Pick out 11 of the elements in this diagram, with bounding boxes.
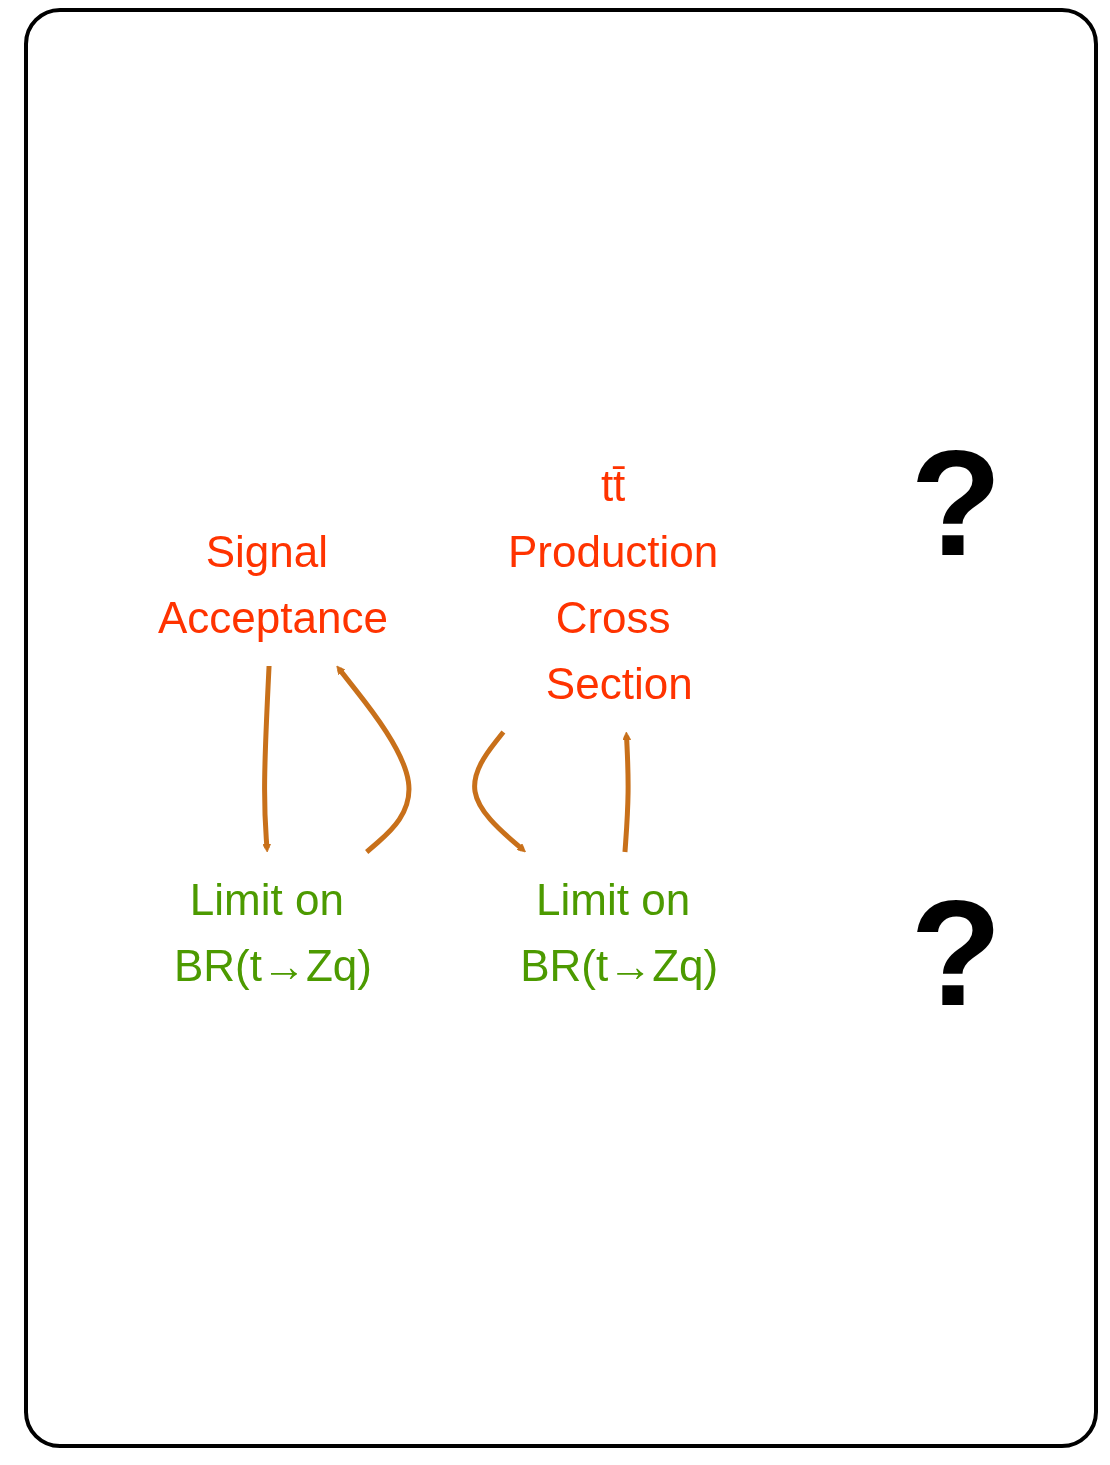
- question-mark: ?: [910, 878, 1002, 1028]
- arrow: [336, 665, 412, 854]
- node-text: Limit on BR(t→Zq): [174, 875, 373, 990]
- arrow: [262, 665, 272, 853]
- node-text: Signal Acceptance: [158, 527, 389, 642]
- question-mark: ?: [910, 428, 1002, 578]
- arrow: [472, 730, 527, 853]
- node-text: Limit on BR(t→Zq): [520, 875, 719, 990]
- frame-border: Signal Acceptance Limit on BR(t→Zq) tt̄ Production Cross Section Limit on BR(t→Zq) ? ?: [24, 8, 1098, 1448]
- node-text: tt̄ Production Cross Section: [508, 461, 719, 708]
- arrow: [622, 731, 632, 853]
